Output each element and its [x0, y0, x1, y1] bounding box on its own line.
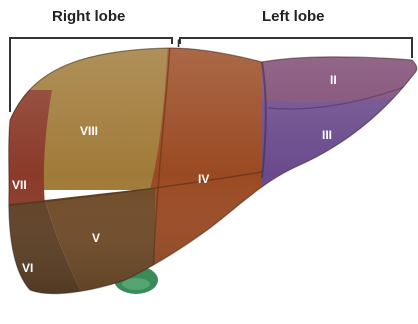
segment-v-label: V	[92, 231, 100, 245]
segment-ii-label: II	[330, 73, 337, 87]
segment-vi-label: VI	[22, 261, 33, 275]
segment-iii-label: III	[322, 128, 332, 142]
segment-iv-label: IV	[198, 172, 209, 186]
segment-i-label: I	[177, 38, 180, 50]
segment-viii-label: VIII	[80, 124, 98, 138]
segment-vii-label: VII	[12, 178, 27, 192]
